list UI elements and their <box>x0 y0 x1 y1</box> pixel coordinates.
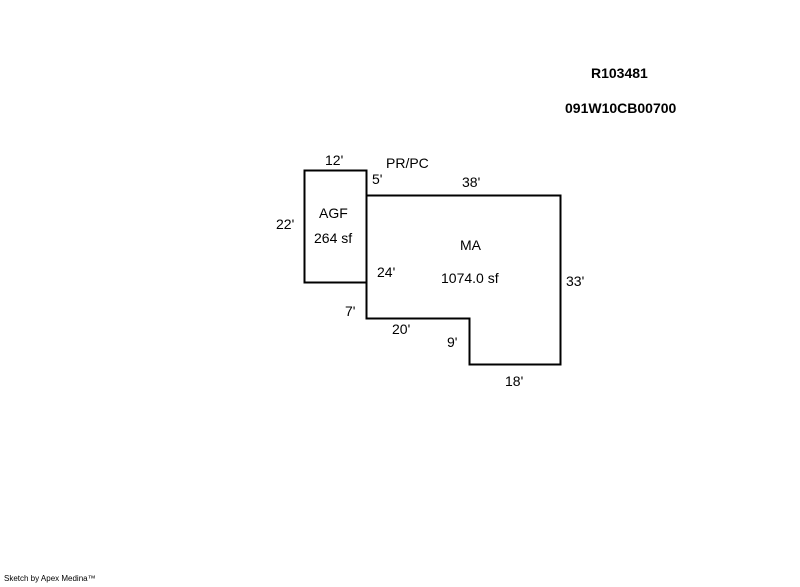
dimension-ma-left-lower: 7' <box>345 303 356 319</box>
agf-outline <box>303 169 368 284</box>
ma-area-code: MA <box>460 237 481 253</box>
dimension-agf-top: 12' <box>325 152 344 168</box>
agf-area-code: AGF <box>319 205 348 221</box>
parcel-id: R103481 <box>591 65 648 81</box>
dimension-agf-left: 22' <box>276 216 295 232</box>
map-tax-lot: 091W10CB00700 <box>565 100 677 116</box>
dimension-ma-bottom: 18' <box>505 373 524 389</box>
dimension-ma-step-vertical: 9' <box>447 334 458 350</box>
ma-outline <box>365 194 562 366</box>
dimension-ma-right: 33' <box>566 273 585 289</box>
dimension-ma-left-upper: 24' <box>377 264 396 280</box>
porch-label: PR/PC <box>386 155 429 171</box>
sketch-credit: Sketch by Apex Medina™ <box>4 574 96 583</box>
dimension-porch-offset: 5' <box>372 171 383 187</box>
dimension-ma-step-horizontal: 20' <box>392 321 411 337</box>
dimension-ma-top: 38' <box>462 174 481 190</box>
agf-area-value: 264 sf <box>314 230 353 246</box>
ma-area-value: 1074.0 sf <box>441 270 499 286</box>
